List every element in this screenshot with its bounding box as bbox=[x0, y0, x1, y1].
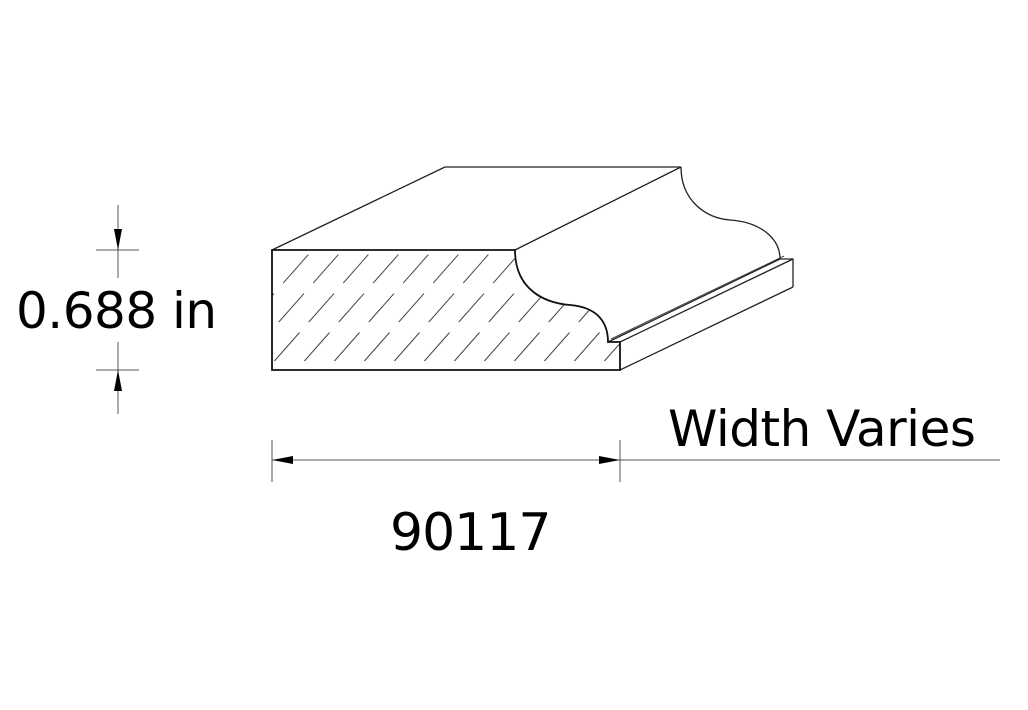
front-section-outline bbox=[271, 249, 621, 371]
width-dimension bbox=[271, 440, 1000, 482]
thickness-dimension bbox=[96, 205, 139, 414]
part-number-label: 90117 bbox=[390, 503, 551, 563]
top-face-outline bbox=[271, 166, 682, 251]
thickness-label: 0.688 in bbox=[16, 282, 217, 340]
back-profile-curve bbox=[680, 166, 794, 287]
lip-edges bbox=[607, 255, 794, 371]
width-varies-label: Width Varies bbox=[668, 400, 976, 458]
